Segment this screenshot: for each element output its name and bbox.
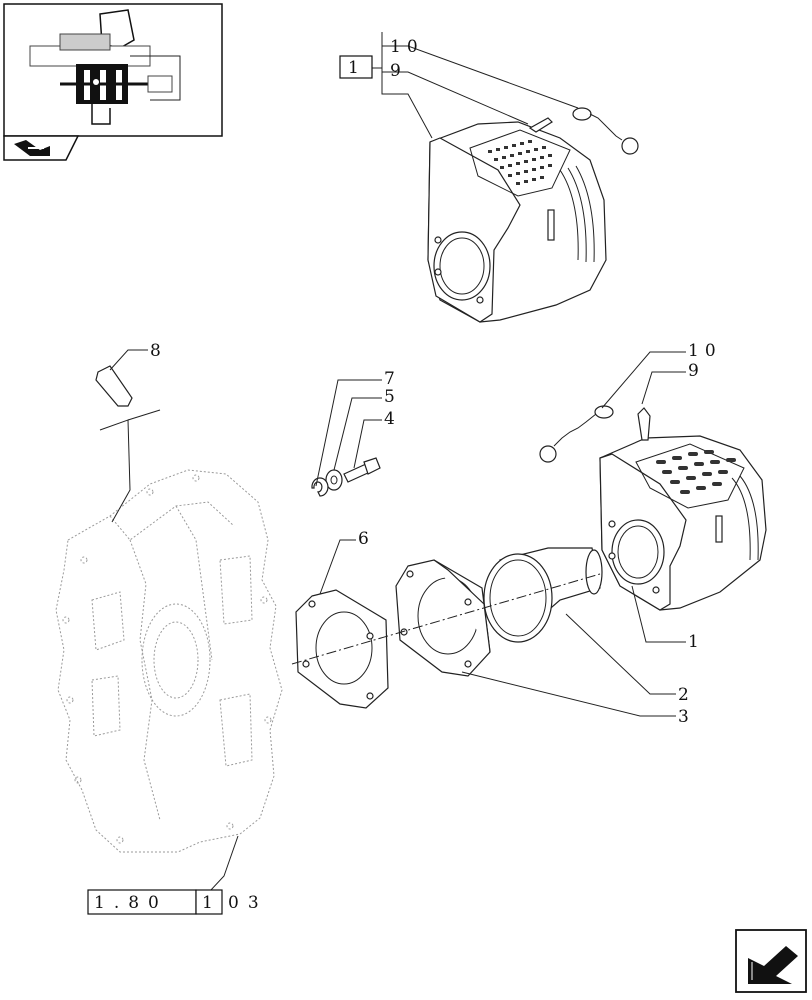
vent-grid-top [488, 140, 552, 185]
retaining-pin-right [637, 407, 651, 441]
callout-10-top[interactable]: 10 [390, 37, 424, 57]
muffler-exploded [599, 435, 767, 611]
muffler-assembly-top [427, 121, 607, 323]
next-page-arrow-icon[interactable] [735, 929, 807, 993]
svg-text:1: 1 [348, 58, 365, 78]
assembly-thumbnail-icon[interactable] [3, 3, 223, 137]
bracket-clip [95, 365, 133, 407]
vent-slots-right [656, 450, 736, 494]
callout-2[interactable]: 2 [678, 685, 695, 705]
retaining-pin-top [528, 117, 553, 133]
lock-washer [311, 477, 329, 497]
leader-lines [99, 32, 686, 907]
svg-text:1.80: 1.80 [94, 893, 168, 913]
flange-plate [395, 559, 491, 677]
safety-chain-right [539, 405, 614, 463]
exhaust-pipe [483, 547, 603, 643]
callout-1-right[interactable]: 1 [688, 632, 705, 652]
bolt [343, 457, 381, 483]
callout-9-top[interactable]: 9 [390, 61, 407, 81]
safety-chain-top [572, 107, 639, 155]
callout-8[interactable]: 8 [150, 341, 167, 361]
callout-6[interactable]: 6 [358, 529, 375, 549]
callout-3[interactable]: 3 [678, 707, 695, 727]
svg-text:03: 03 [228, 893, 268, 913]
gasket [295, 589, 389, 709]
key-folder-icon[interactable] [3, 135, 80, 161]
callout-10-right[interactable]: 10 [688, 341, 722, 361]
callout-1-top[interactable]: 1 [339, 55, 373, 79]
callout-7[interactable]: 7 [384, 369, 401, 389]
transmission-housing-ghost [55, 469, 283, 853]
callout-9-right[interactable]: 9 [688, 361, 705, 381]
callout-5[interactable]: 5 [384, 387, 401, 407]
callout-4[interactable]: 4 [384, 409, 401, 429]
svg-text:1: 1 [202, 893, 222, 913]
reference-link[interactable]: 1.80 1 03 [87, 889, 268, 915]
